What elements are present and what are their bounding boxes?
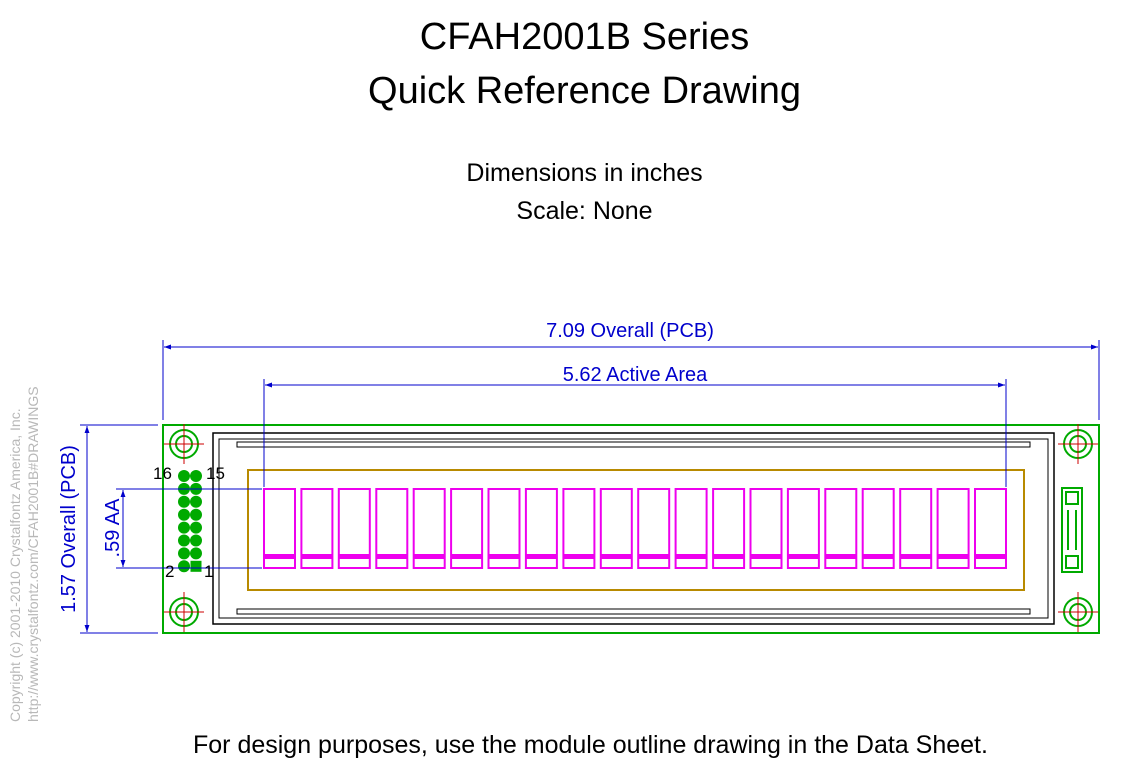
connector-pins bbox=[178, 470, 202, 573]
character-cursor-line bbox=[413, 554, 445, 559]
backlight-connector bbox=[1061, 487, 1083, 573]
viewing-area bbox=[247, 469, 1025, 591]
character-cell bbox=[749, 488, 783, 569]
connector-pin bbox=[178, 495, 190, 508]
character-cell bbox=[450, 488, 484, 569]
character-cursor-line bbox=[488, 554, 520, 559]
character-cursor-line bbox=[451, 554, 483, 559]
title-line-2: Quick Reference Drawing bbox=[368, 70, 801, 112]
connector-pin bbox=[190, 508, 202, 521]
scale-note: Scale: None bbox=[516, 197, 653, 225]
character-cursor-line bbox=[264, 554, 295, 559]
mounting-hole-top-right bbox=[1058, 424, 1098, 464]
character-cell bbox=[712, 488, 746, 569]
pin-label-15: 15 bbox=[206, 464, 225, 483]
pin-label-16: 16 bbox=[153, 464, 172, 483]
character-cell bbox=[599, 488, 633, 569]
connector-pin bbox=[178, 547, 190, 560]
character-cursor-line bbox=[750, 554, 782, 559]
character-cell bbox=[263, 488, 296, 569]
character-cursor-line bbox=[675, 554, 707, 559]
character-cursor-line bbox=[713, 554, 745, 559]
character-cells bbox=[263, 488, 1007, 569]
character-cell bbox=[936, 488, 970, 569]
connector-pin bbox=[178, 508, 190, 521]
character-cursor-line bbox=[937, 554, 969, 559]
character-cell bbox=[786, 488, 820, 569]
character-cursor-line bbox=[975, 554, 1006, 559]
overall-width-dimension: 7.09 Overall (PCB) bbox=[162, 320, 1100, 420]
overall-width-label: 7.09 Overall (PCB) bbox=[546, 320, 714, 342]
connector-pin bbox=[190, 521, 202, 534]
connector-pin bbox=[178, 470, 190, 482]
character-cursor-line bbox=[525, 554, 557, 559]
character-cursor-line bbox=[862, 554, 894, 559]
character-cell bbox=[487, 488, 521, 569]
character-cell bbox=[562, 488, 596, 569]
active-height-dimension: .59 AA bbox=[102, 488, 262, 569]
mounting-hole-bottom-right bbox=[1058, 592, 1098, 632]
connector-pin bbox=[178, 521, 190, 534]
character-cursor-line bbox=[825, 554, 857, 559]
character-cell bbox=[974, 488, 1007, 569]
character-cell bbox=[861, 488, 895, 569]
active-width-dimension: 5.62 Active Area bbox=[263, 364, 1007, 487]
connector-pin bbox=[190, 547, 202, 560]
connector-pin bbox=[178, 534, 190, 547]
bezel-outer bbox=[212, 432, 1055, 625]
connector-pin bbox=[190, 534, 202, 547]
character-cursor-line bbox=[301, 554, 333, 559]
character-cell bbox=[824, 488, 858, 569]
dimensions-note: Dimensions in inches bbox=[466, 159, 703, 187]
pcb-outline bbox=[162, 424, 1100, 634]
active-height-label: .59 AA bbox=[102, 498, 124, 558]
character-cursor-line bbox=[638, 554, 670, 559]
character-cell bbox=[637, 488, 671, 569]
character-cell bbox=[337, 488, 371, 569]
bezel-bottom-groove bbox=[236, 608, 1031, 615]
connector-pin bbox=[190, 495, 202, 508]
mounting-hole-bottom-left bbox=[164, 592, 204, 632]
character-cursor-line bbox=[787, 554, 819, 559]
pin-label-1: 1 bbox=[204, 562, 213, 581]
connector-pin bbox=[190, 470, 202, 482]
overall-height-label: 1.57 Overall (PCB) bbox=[58, 445, 80, 613]
connector-pin bbox=[178, 560, 190, 573]
character-cursor-line bbox=[900, 554, 932, 559]
active-width-label: 5.62 Active Area bbox=[563, 364, 708, 386]
overall-height-dimension: 1.57 Overall (PCB) bbox=[58, 424, 158, 634]
character-cursor-line bbox=[338, 554, 370, 559]
bezel-top-groove bbox=[236, 441, 1031, 448]
pin-label-2: 2 bbox=[165, 562, 174, 581]
connector-pin bbox=[190, 560, 202, 572]
character-cell bbox=[375, 488, 409, 569]
mounting-hole-top-left bbox=[164, 424, 204, 464]
bezel-inner bbox=[218, 438, 1049, 619]
character-cell bbox=[524, 488, 558, 569]
character-cell bbox=[300, 488, 334, 569]
character-cursor-line bbox=[376, 554, 408, 559]
character-cell bbox=[412, 488, 446, 569]
character-cell bbox=[674, 488, 708, 569]
title-line-1: CFAH2001B Series bbox=[419, 16, 750, 58]
character-cursor-line bbox=[600, 554, 632, 559]
character-cursor-line bbox=[563, 554, 595, 559]
character-cell bbox=[899, 488, 933, 569]
design-note: For design purposes, use the module outl… bbox=[193, 731, 988, 759]
